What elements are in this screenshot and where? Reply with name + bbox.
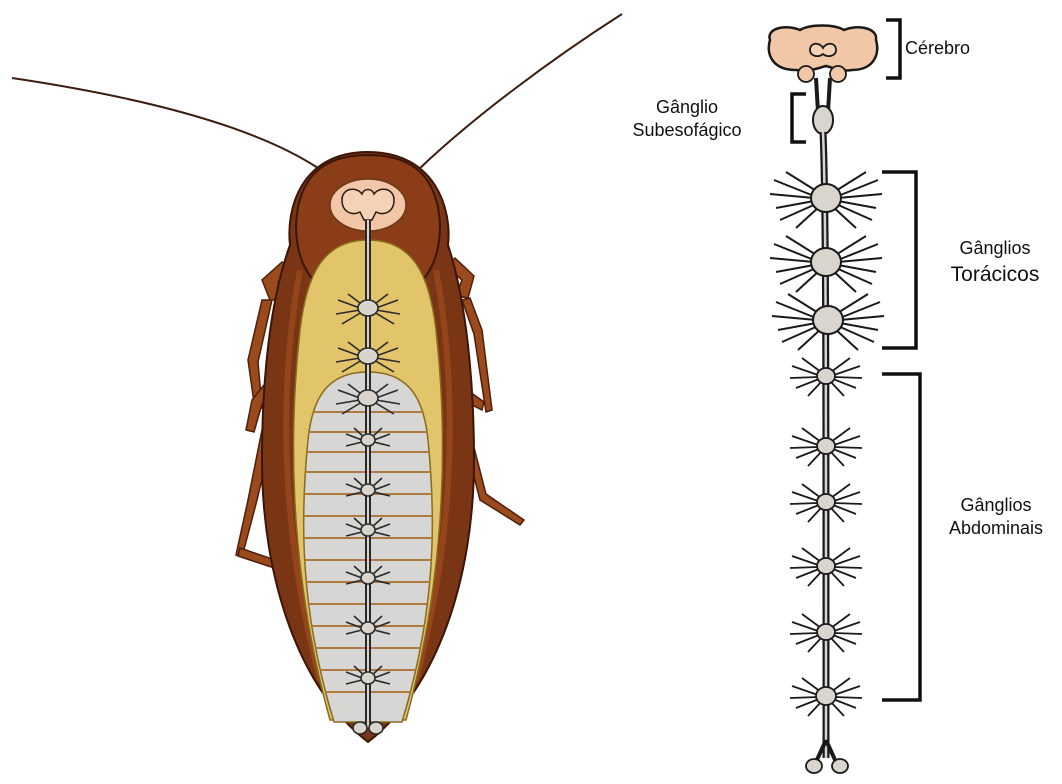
- label-subesophageal-line1: Gânglio: [612, 96, 762, 119]
- optic-lobe-left: [798, 66, 814, 82]
- label-brain-text: Cérebro: [905, 37, 970, 60]
- label-thoracic-line1: Gânglios: [930, 237, 1060, 260]
- nervous-system-detail: [769, 20, 920, 773]
- brackets: [792, 20, 920, 700]
- label-abdominal-ganglia: Gânglios Abdominais: [930, 494, 1062, 539]
- thoracic-ganglia: [770, 172, 884, 350]
- label-subesophageal-line2: Subesofágico: [612, 119, 762, 142]
- label-abdominal-line2: Abdominais: [930, 517, 1062, 540]
- label-subesophageal-ganglion: Gânglio Subesofágico: [612, 96, 762, 141]
- label-thoracic-line2: Torácicos: [930, 262, 1060, 288]
- bracket-thoracic: [882, 172, 916, 348]
- subesophageal-ganglion: [813, 106, 833, 134]
- cockroach-illustration: [12, 14, 622, 742]
- label-brain: Cérebro: [905, 37, 970, 60]
- optic-lobe-right: [830, 66, 846, 82]
- right-antenna: [418, 14, 622, 170]
- bracket-brain: [886, 20, 900, 78]
- bracket-subesophageal: [792, 94, 806, 142]
- label-thoracic-ganglia: Gânglios Torácicos: [930, 237, 1060, 288]
- label-abdominal-line1: Gânglios: [930, 494, 1062, 517]
- left-antenna: [12, 78, 318, 168]
- bracket-abdominal: [882, 374, 920, 700]
